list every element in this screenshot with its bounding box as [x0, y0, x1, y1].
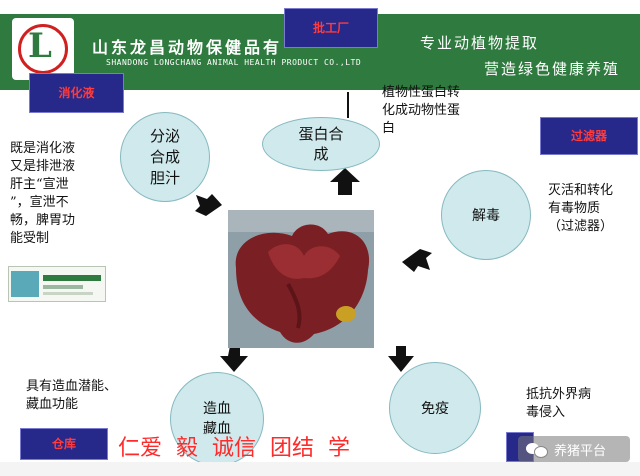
liver-illustration	[228, 210, 374, 348]
arrow-up-left-icon	[195, 194, 222, 216]
company-name-en: SHANDONG LONGCHANG ANIMAL HEALTH PRODUCT…	[106, 58, 362, 67]
note-bile: 既是消化液 又是排泄液 肝主“宣泄 ”，宣泄不 畅，脾胃功 能受制	[10, 141, 76, 246]
node-immune: 免疫	[389, 362, 481, 454]
node-protein-synthesis: 蛋白合 成	[262, 117, 380, 171]
arrow-up-icon	[330, 168, 360, 195]
arrow-down-left-icon	[220, 346, 248, 372]
node-protein-label: 蛋白合 成	[298, 125, 344, 163]
medicine-box-thumbnail	[8, 266, 106, 302]
liver-photo	[228, 210, 374, 348]
slogan-line-1: 专业动植物提取	[420, 34, 540, 52]
note-protein: 植物性蛋白转 化成动物性蛋 白	[382, 85, 461, 136]
node-bile-secretion: 分泌 合成 胆汁	[120, 112, 210, 202]
company-logo: L	[12, 18, 74, 80]
wechat-icon	[526, 441, 548, 458]
tag-warehouse: 仓库	[20, 428, 108, 460]
corporate-values: 仁爱 毅 诚信 团结 学	[118, 436, 350, 461]
tag-filter: 过滤器	[540, 117, 638, 155]
medicine-box-icon	[11, 271, 101, 297]
tag-factory: 批工厂	[284, 8, 378, 48]
tag-digestive-fluid: 消化液	[29, 73, 124, 113]
node-detox-label: 解毒	[472, 208, 500, 224]
node-immune-label: 免疫	[421, 401, 449, 417]
logo-ring	[18, 24, 68, 74]
watermark-label: 养猪平台	[554, 443, 607, 459]
company-name-cn: 山东龙昌动物保健品有	[92, 38, 283, 57]
note-detox: 灭活和转化 有毒物质 （过滤器）	[548, 183, 614, 234]
arrow-up-right-icon	[402, 249, 432, 272]
node-detox: 解毒	[441, 170, 531, 260]
arrow-down-right-icon	[388, 346, 414, 372]
slogan-line-2: 营造绿色健康养殖	[484, 60, 621, 78]
bottom-strip	[0, 462, 640, 476]
logo-letter-icon: L	[28, 26, 52, 66]
note-immune: 抵抗外界病 毒侵入	[526, 387, 592, 420]
watermark: 养猪平台	[518, 436, 630, 462]
node-blood: 造血 藏血	[170, 372, 264, 466]
node-bile-label: 分泌 合成 胆汁	[149, 126, 180, 187]
node-blood-label: 造血 藏血	[203, 401, 231, 437]
note-blood: 具有造血潜能、 藏血功能	[26, 379, 118, 412]
